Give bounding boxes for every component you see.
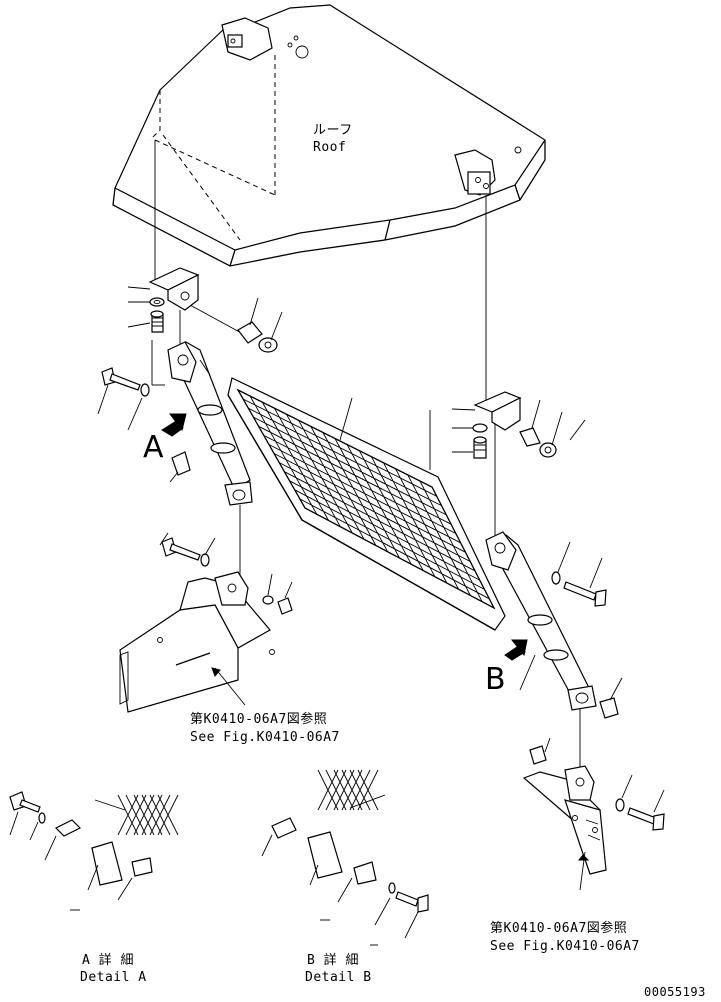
left-upper-bracket (127, 267, 283, 353)
assembly-lines (151, 140, 581, 770)
detail-a-title-jp: A 詳 細 (82, 953, 134, 968)
view-arrow-a (161, 413, 187, 437)
drawing-number: 00055193 (644, 985, 706, 999)
detail-a-drawing (9, 791, 179, 911)
detail-b-title-en: Detail B (305, 970, 372, 985)
reference-right-jp: 第K0410-06A7図参照 (490, 921, 628, 936)
reference-right-en: See Fig.K0410-06A7 (490, 939, 640, 954)
reference-left-en: See Fig.K0410-06A7 (190, 730, 340, 745)
left-lower-bracket (119, 532, 293, 713)
roof-label-en: Roof (313, 140, 347, 155)
detail-b-drawing (261, 769, 429, 946)
view-arrow-b (504, 639, 528, 661)
detail-b-title-jp: B 詳 細 (307, 953, 359, 968)
detail-a-title-en: Detail A (80, 970, 147, 985)
screen-mesh (227, 377, 506, 631)
detail-b-marker: B (485, 662, 507, 697)
left-post (97, 341, 253, 506)
right-lower-bracket (522, 737, 665, 891)
right-post (485, 531, 623, 719)
reference-left-jp: 第K0410-06A7図参照 (190, 712, 328, 727)
roof-label-jp: ルーフ (313, 123, 353, 138)
roof-panel (112, 4, 546, 267)
right-upper-bracket (451, 391, 586, 459)
detail-a-marker: A (143, 430, 165, 465)
